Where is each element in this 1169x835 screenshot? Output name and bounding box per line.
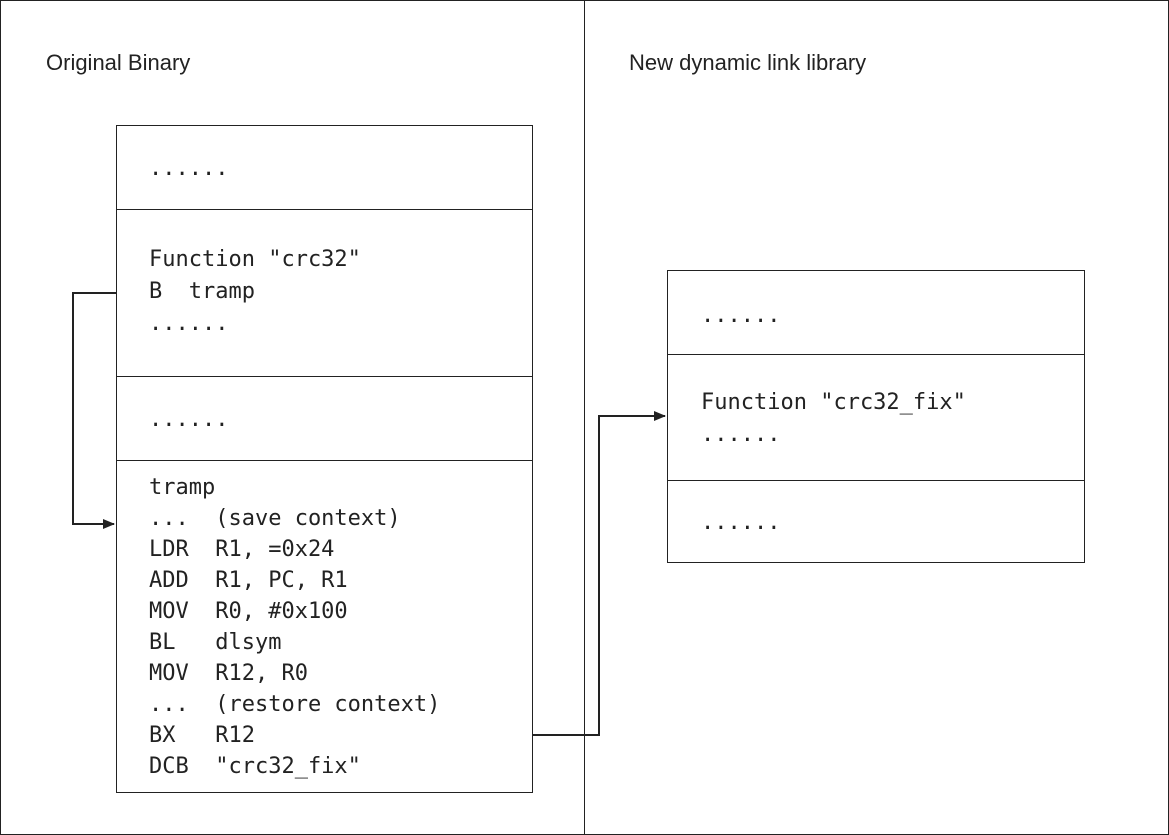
library-section-bottom: ...... (668, 481, 1084, 564)
code-line: Function "crc32" (149, 247, 361, 272)
code-line: ...... (149, 407, 229, 432)
code-line: ...... (149, 156, 229, 181)
code-line: ...... (701, 422, 781, 447)
panel-divider (584, 0, 585, 835)
code-line: ...... (701, 303, 781, 328)
original-binary-box: ...... Function "crc32" B tramp ...... .… (116, 125, 533, 793)
code-line: BX R12 (149, 723, 255, 748)
tramp-to-crc32-fix-arrow (533, 411, 666, 736)
library-section-top: ...... (668, 271, 1084, 355)
library-section-crc32-fix: Function "crc32_fix" ...... (668, 355, 1084, 481)
code-line: MOV R0, #0x100 (149, 599, 348, 624)
code-line: B tramp (149, 279, 255, 304)
branch-to-tramp-arrow (72, 292, 116, 529)
code-line: DCB "crc32_fix" (149, 754, 361, 779)
original-binary-title: Original Binary (46, 50, 191, 75)
code-line: Function "crc32_fix" (701, 390, 966, 415)
dynamic-library-box: ...... Function "crc32_fix" ...... .....… (667, 270, 1085, 563)
code-line: ... (restore context) (149, 692, 441, 717)
code-line: ADD R1, PC, R1 (149, 568, 348, 593)
code-line: BL dlsym (149, 630, 282, 655)
binary-section-crc32: Function "crc32" B tramp ...... (117, 210, 532, 377)
code-line: tramp (149, 475, 216, 500)
code-line: MOV R12, R0 (149, 661, 308, 686)
binary-section-middle: ...... (117, 377, 532, 461)
code-line: LDR R1, =0x24 (149, 537, 335, 562)
code-line: ...... (149, 311, 229, 336)
code-line: ... (save context) (149, 506, 401, 531)
code-line: ...... (701, 510, 781, 535)
binary-section-top: ...... (117, 126, 532, 210)
dynamic-library-title: New dynamic link library (629, 50, 867, 75)
binary-section-tramp: tramp ... (save context) LDR R1, =0x24 A… (117, 461, 532, 794)
